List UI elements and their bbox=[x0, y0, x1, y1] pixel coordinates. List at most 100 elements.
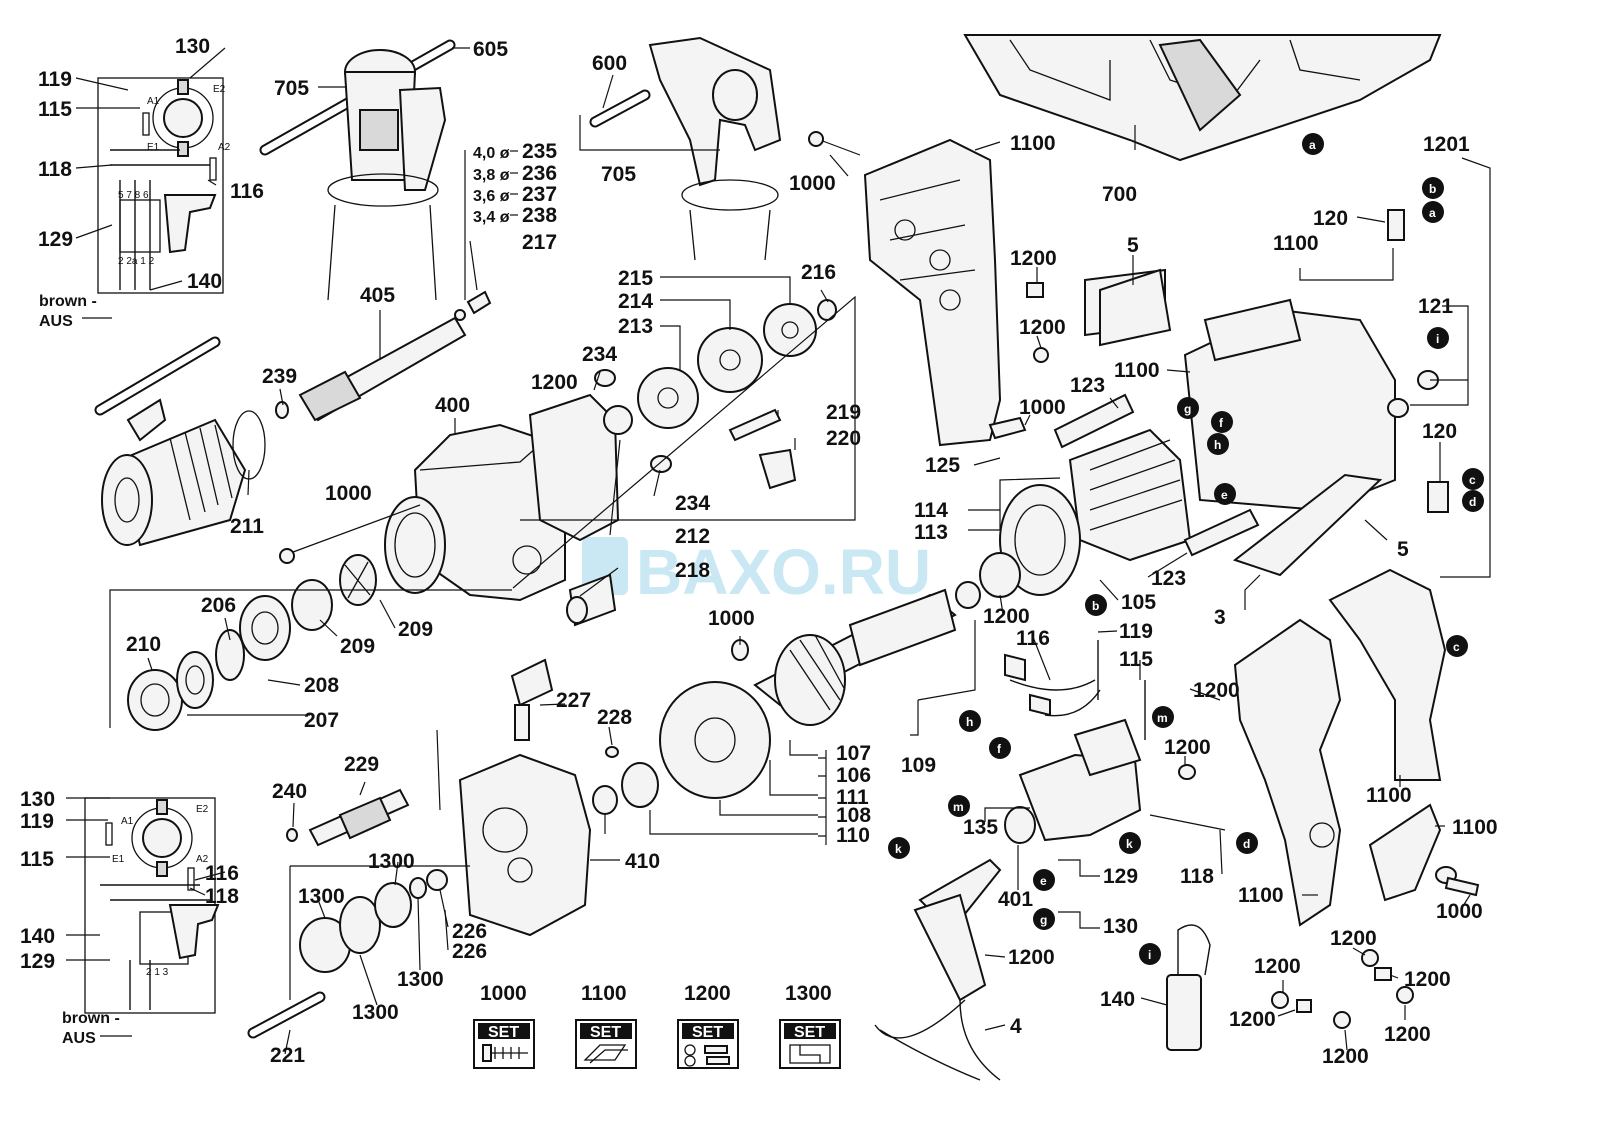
label-218: 218 bbox=[675, 559, 710, 582]
marker-k2-text: k bbox=[1126, 837, 1133, 851]
marker-h1 bbox=[1207, 433, 1229, 455]
label-400: 400 bbox=[435, 394, 470, 417]
watermark: BAXO.RU bbox=[582, 536, 931, 608]
label-119b: 119 bbox=[1119, 620, 1153, 643]
label-130b: 130 bbox=[1103, 915, 1138, 938]
auxiliary-handle-700-side bbox=[589, 36, 782, 261]
label-110: 110 bbox=[836, 824, 870, 847]
wire-a1: A1 bbox=[147, 96, 160, 107]
marker-b1-text: b bbox=[1429, 182, 1436, 196]
marker-e1-text: e bbox=[1221, 488, 1228, 502]
label-115c: 115 bbox=[20, 848, 54, 871]
dia-235: 4,0 ø bbox=[473, 145, 510, 162]
connection-markers: a b a i g f h e c d b c h m f m k k d e … bbox=[888, 133, 1484, 965]
bearing-stack-206-210 bbox=[127, 554, 377, 731]
carry-case-700 bbox=[963, 34, 1442, 162]
label-123b: 123 bbox=[1151, 567, 1186, 590]
label-1300b: 1300 bbox=[298, 885, 345, 908]
label-1100d: 1100 bbox=[1366, 784, 1412, 807]
label-129c: 129 bbox=[20, 950, 55, 973]
label-1100c: 1100 bbox=[1114, 359, 1160, 382]
label-214: 214 bbox=[618, 290, 653, 313]
label-1100f: 1100 bbox=[1238, 884, 1284, 907]
label-140a: 140 bbox=[187, 270, 222, 293]
label-1200k: 1200 bbox=[1229, 1008, 1276, 1031]
label-set-1200: 1200 bbox=[684, 982, 731, 1005]
marker-c1 bbox=[1462, 468, 1484, 490]
label-239: 239 bbox=[262, 365, 297, 388]
wiring-schematic-top: A1 E2 E1 A2 5 7 8 6 2 2a 1 2 brown - AUS bbox=[39, 77, 231, 330]
label-118c: 118 bbox=[205, 885, 239, 908]
wire2-pins: 2 1 3 bbox=[146, 967, 169, 978]
label-211: 211 bbox=[230, 515, 264, 538]
watermark-text: BAXO.RU bbox=[636, 536, 931, 608]
gear-housing-400 bbox=[279, 423, 617, 627]
label-1200d: 1200 bbox=[983, 605, 1030, 628]
label-115a: 115 bbox=[38, 98, 72, 121]
marker-f2 bbox=[989, 737, 1011, 759]
marker-m2-text: m bbox=[953, 800, 964, 814]
marker-k2 bbox=[1119, 832, 1141, 854]
marker-a1-text: a bbox=[1309, 138, 1316, 152]
label-140c: 140 bbox=[20, 925, 55, 948]
label-114: 114 bbox=[914, 499, 948, 522]
marker-e2-text: e bbox=[1040, 874, 1047, 888]
label-set-1100: 1100 bbox=[581, 982, 627, 1005]
label-1201: 1201 bbox=[1423, 133, 1470, 156]
label-209b: 209 bbox=[340, 635, 375, 658]
label-220: 220 bbox=[826, 427, 861, 450]
label-1100b: 1100 bbox=[1273, 232, 1319, 255]
wiring-schematic-bottom: A1 E2 E1 A2 2 1 3 brown - AUS bbox=[62, 797, 220, 1047]
label-119a: 119 bbox=[38, 68, 72, 91]
marker-c2-text: c bbox=[1453, 640, 1460, 654]
label-1200e: 1200 bbox=[1193, 679, 1240, 702]
label-215: 215 bbox=[618, 267, 653, 290]
marker-d2 bbox=[1236, 832, 1258, 854]
marker-a2-text: a bbox=[1429, 206, 1436, 220]
label-217: 217 bbox=[522, 231, 557, 254]
wire-a2: A2 bbox=[218, 142, 231, 153]
label-1100a: 1100 bbox=[1010, 132, 1056, 155]
marker-k1 bbox=[888, 837, 910, 859]
wire-pins-bottom: 2 2a 1 2 bbox=[118, 256, 155, 267]
dia-236: 3,8 ø bbox=[473, 167, 510, 184]
stator-assembly bbox=[979, 209, 1449, 598]
label-226a: 226 bbox=[452, 920, 487, 943]
label-1300c: 1300 bbox=[397, 968, 444, 991]
label-1000b: 1000 bbox=[789, 172, 836, 195]
label-108: 108 bbox=[836, 804, 871, 827]
label-1000d: 1000 bbox=[708, 607, 755, 630]
label-130a: 130 bbox=[175, 35, 210, 58]
label-1200i: 1200 bbox=[1254, 955, 1301, 978]
label-238: 238 bbox=[522, 204, 557, 227]
marker-i1-text: i bbox=[1436, 332, 1439, 346]
label-237: 237 bbox=[522, 183, 557, 206]
label-228: 228 bbox=[597, 706, 632, 729]
label-221: 221 bbox=[270, 1044, 305, 1067]
label-1200c: 1200 bbox=[1019, 316, 1066, 339]
label-235: 235 bbox=[522, 140, 557, 163]
marker-b1 bbox=[1422, 177, 1444, 199]
label-405: 405 bbox=[360, 284, 395, 307]
label-125: 125 bbox=[925, 454, 960, 477]
marker-m2 bbox=[948, 795, 970, 817]
label-209a: 209 bbox=[398, 618, 433, 641]
wire2-e2: E2 bbox=[196, 804, 209, 815]
label-240: 240 bbox=[272, 780, 307, 803]
label-234a: 234 bbox=[582, 343, 617, 366]
label-1200g: 1200 bbox=[1008, 946, 1055, 969]
marker-g1 bbox=[1177, 397, 1199, 419]
wire2-a1: A1 bbox=[121, 816, 134, 827]
marker-d1-text: d bbox=[1469, 495, 1476, 509]
marker-f1-text: f bbox=[1219, 416, 1224, 430]
label-213: 213 bbox=[618, 315, 653, 338]
label-116c: 116 bbox=[205, 862, 239, 885]
label-135: 135 bbox=[963, 816, 998, 839]
label-207: 207 bbox=[304, 709, 339, 732]
label-4: 4 bbox=[1010, 1015, 1022, 1038]
marker-h2 bbox=[959, 710, 981, 732]
marker-f2-text: f bbox=[997, 742, 1002, 756]
label-208: 208 bbox=[304, 674, 339, 697]
set-box-1000: SET bbox=[473, 1019, 535, 1069]
marker-b2 bbox=[1085, 594, 1107, 616]
